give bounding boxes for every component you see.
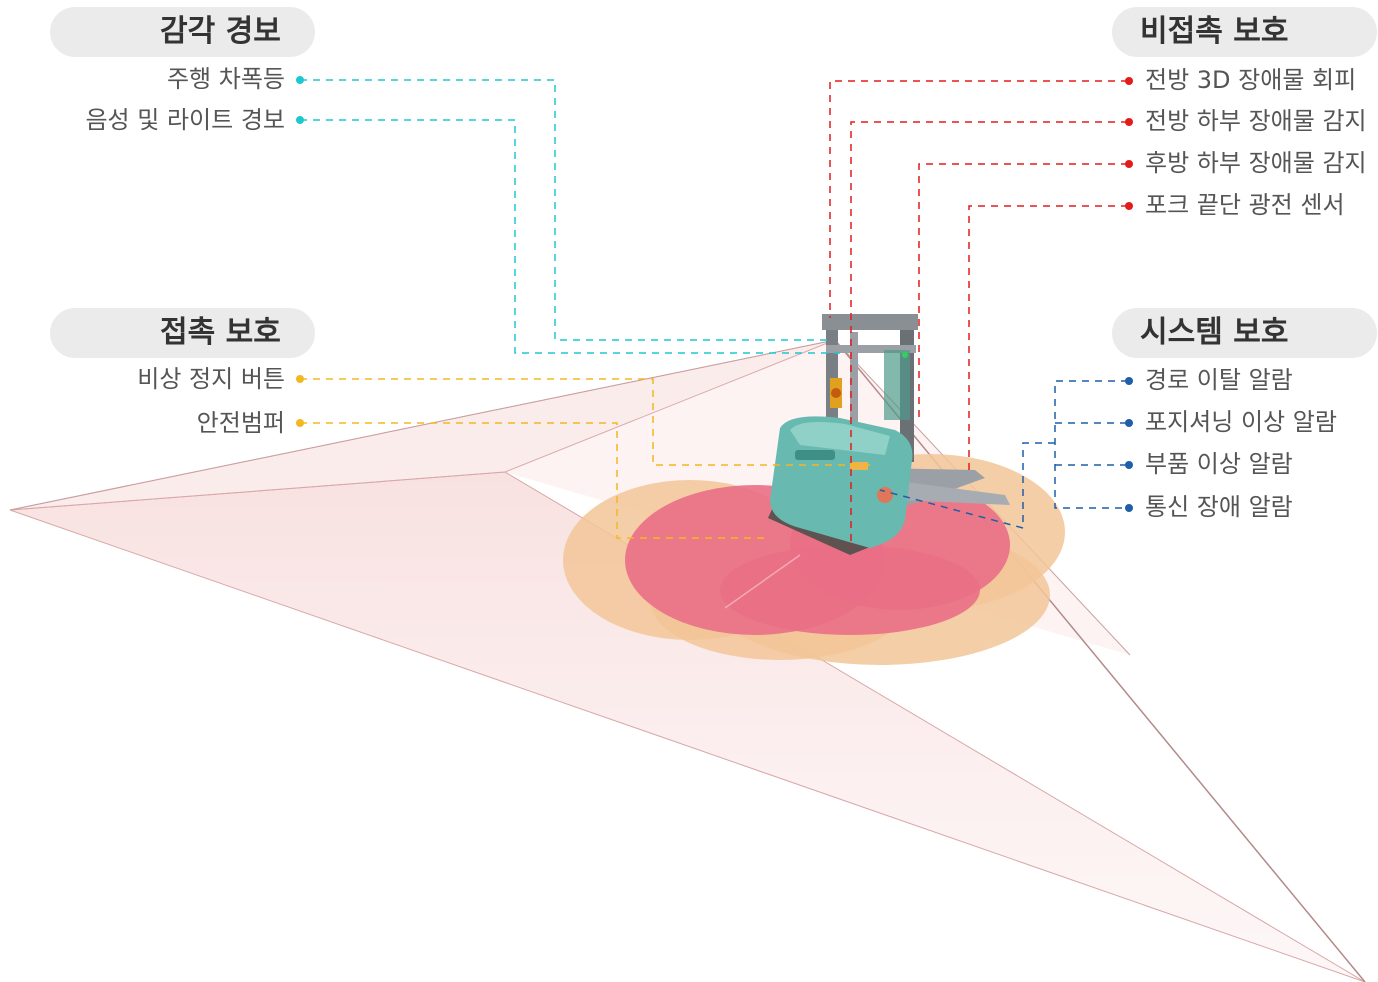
contact-protection-lines — [300, 378, 870, 539]
non-contact-protection-dot — [1125, 160, 1133, 168]
label-safety-bumper: 안전범퍼 — [196, 409, 285, 437]
non-contact-protection-dot — [1125, 118, 1133, 126]
system-protection-dot — [1125, 504, 1133, 512]
sensory-alarm-title: 감각 경보 — [50, 7, 315, 57]
contact-protection-title: 접촉 보호 — [50, 308, 315, 358]
system-protection-lines — [879, 380, 1128, 529]
contact-protection-dot — [296, 375, 304, 383]
sensory-alarm-dot — [296, 116, 304, 124]
label-fork-tip-photoelectric-sensor: 포크 끝단 광전 센서 — [1145, 191, 1345, 219]
system-protection-dot — [1125, 419, 1133, 427]
label-rear-lower-obstacle-detection: 후방 하부 장애물 감지 — [1145, 149, 1367, 177]
label-positioning-error-alarm: 포지셔닝 이상 알람 — [1145, 408, 1337, 436]
sensory-alarm-dot — [296, 76, 304, 84]
system-protection-dot — [1125, 461, 1133, 469]
label-voice-light-alarm: 음성 및 라이트 경보 — [85, 106, 285, 134]
label-path-deviation-alarm: 경로 이탈 알람 — [1145, 366, 1293, 394]
forklift-robot — [768, 314, 1010, 555]
non-contact-protection-title: 비접촉 보호 — [1112, 7, 1377, 57]
non-contact-protection-lines — [829, 80, 1128, 548]
non-contact-protection-dot — [1125, 77, 1133, 85]
label-front-lower-obstacle-detection: 전방 하부 장애물 감지 — [1145, 107, 1367, 135]
label-driving-width-light: 주행 차폭등 — [166, 65, 285, 93]
label-communication-failure-alarm: 통신 장애 알람 — [1145, 493, 1293, 521]
contact-protection-dot — [296, 419, 304, 427]
label-component-error-alarm: 부품 이상 알람 — [1145, 450, 1293, 478]
system-protection-title: 시스템 보호 — [1112, 308, 1377, 358]
label-emergency-stop-button: 비상 정지 버튼 — [137, 365, 285, 393]
label-front-3d-obstacle-avoidance: 전방 3D 장애물 회피 — [1145, 66, 1357, 94]
non-contact-protection-dot — [1125, 202, 1133, 210]
system-protection-dot — [1125, 377, 1133, 385]
sensory-alarm-lines — [300, 79, 840, 354]
